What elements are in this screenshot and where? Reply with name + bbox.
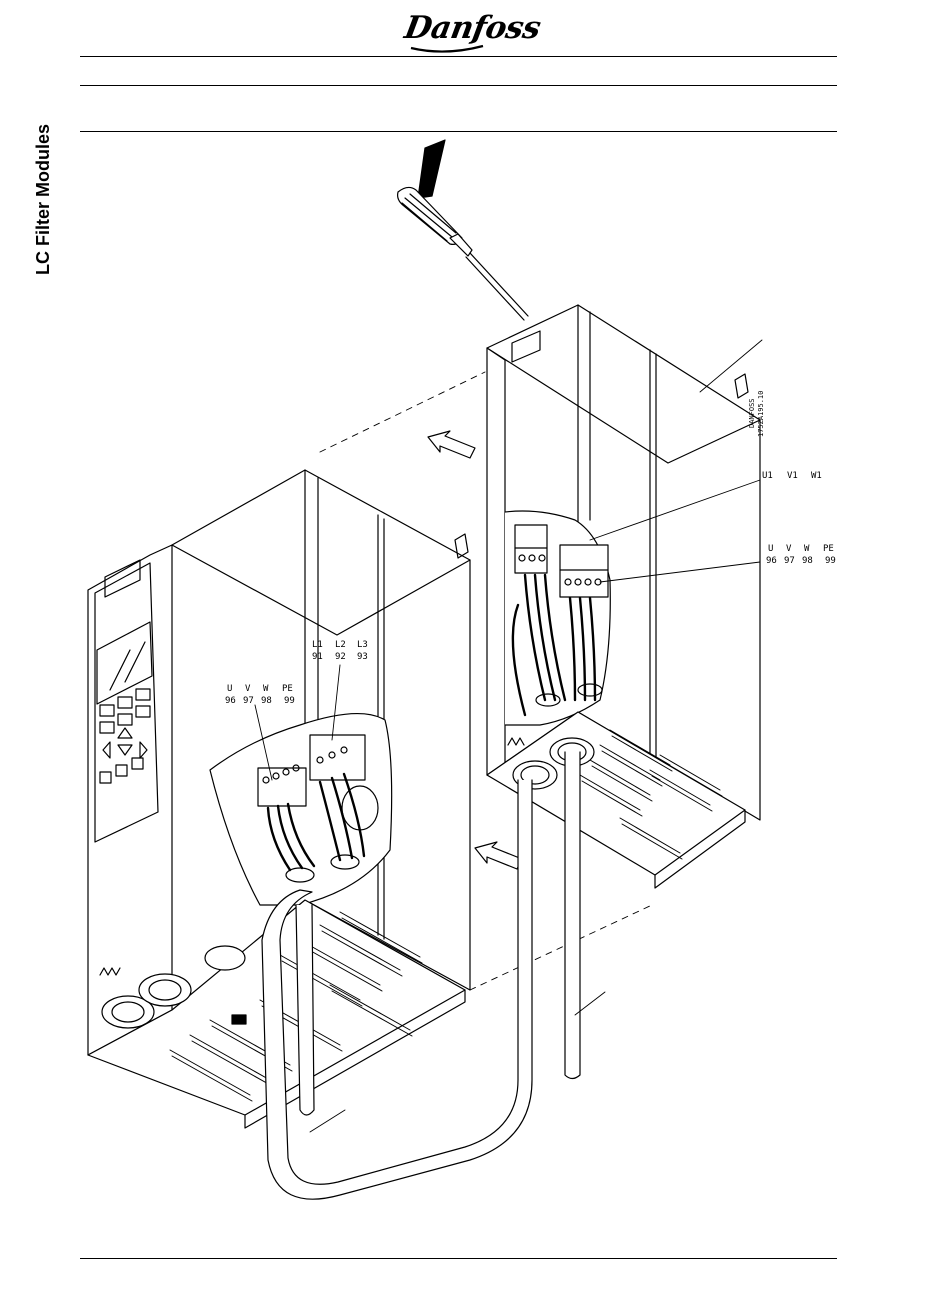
filter-output-number-96: 96 (766, 556, 777, 566)
screwdriver-icon (398, 140, 528, 320)
drive-mains-number-93: 93 (357, 652, 368, 662)
drive-motor-number-97: 97 (243, 696, 254, 706)
slide-arrow-upper-icon (428, 431, 475, 458)
filter-output-name-pe: PE (823, 544, 834, 554)
drive-mains-number-91: 91 (312, 652, 323, 662)
filter-input-v1: V1 (787, 471, 798, 481)
slide-arrow-lower-icon (475, 842, 522, 869)
filter-output-name-u: U (768, 544, 773, 554)
filter-output-number-97: 97 (784, 556, 795, 566)
filter-input-w1: W1 (811, 471, 822, 481)
drive-mains-name-l1: L1 (312, 640, 323, 650)
drive-mains-name-l3: L3 (357, 640, 368, 650)
drive-motor-number-99: 99 (284, 696, 295, 706)
filter-output-number-99: 99 (825, 556, 836, 566)
filter-input-u1: U1 (762, 471, 773, 481)
drive-motor-name-w: W (263, 684, 269, 694)
drive-motor-name-u: U (227, 684, 232, 694)
drive-mains-number-92: 92 (335, 652, 346, 662)
drive-motor-number-96: 96 (225, 696, 236, 706)
drive-mains-name-l2: L2 (335, 640, 346, 650)
drawing-code-brand: DANFOSS (748, 398, 756, 428)
drive-motor-name-pe: PE (282, 684, 293, 694)
drawing-code-number: 175ZA195.10 (757, 391, 765, 437)
filter-output-name-v: V (786, 544, 792, 554)
drive-motor-name-v: V (245, 684, 251, 694)
drive-motor-number-98: 98 (261, 696, 272, 706)
filter-output-name-w: W (804, 544, 810, 554)
filter-output-number-98: 98 (802, 556, 813, 566)
